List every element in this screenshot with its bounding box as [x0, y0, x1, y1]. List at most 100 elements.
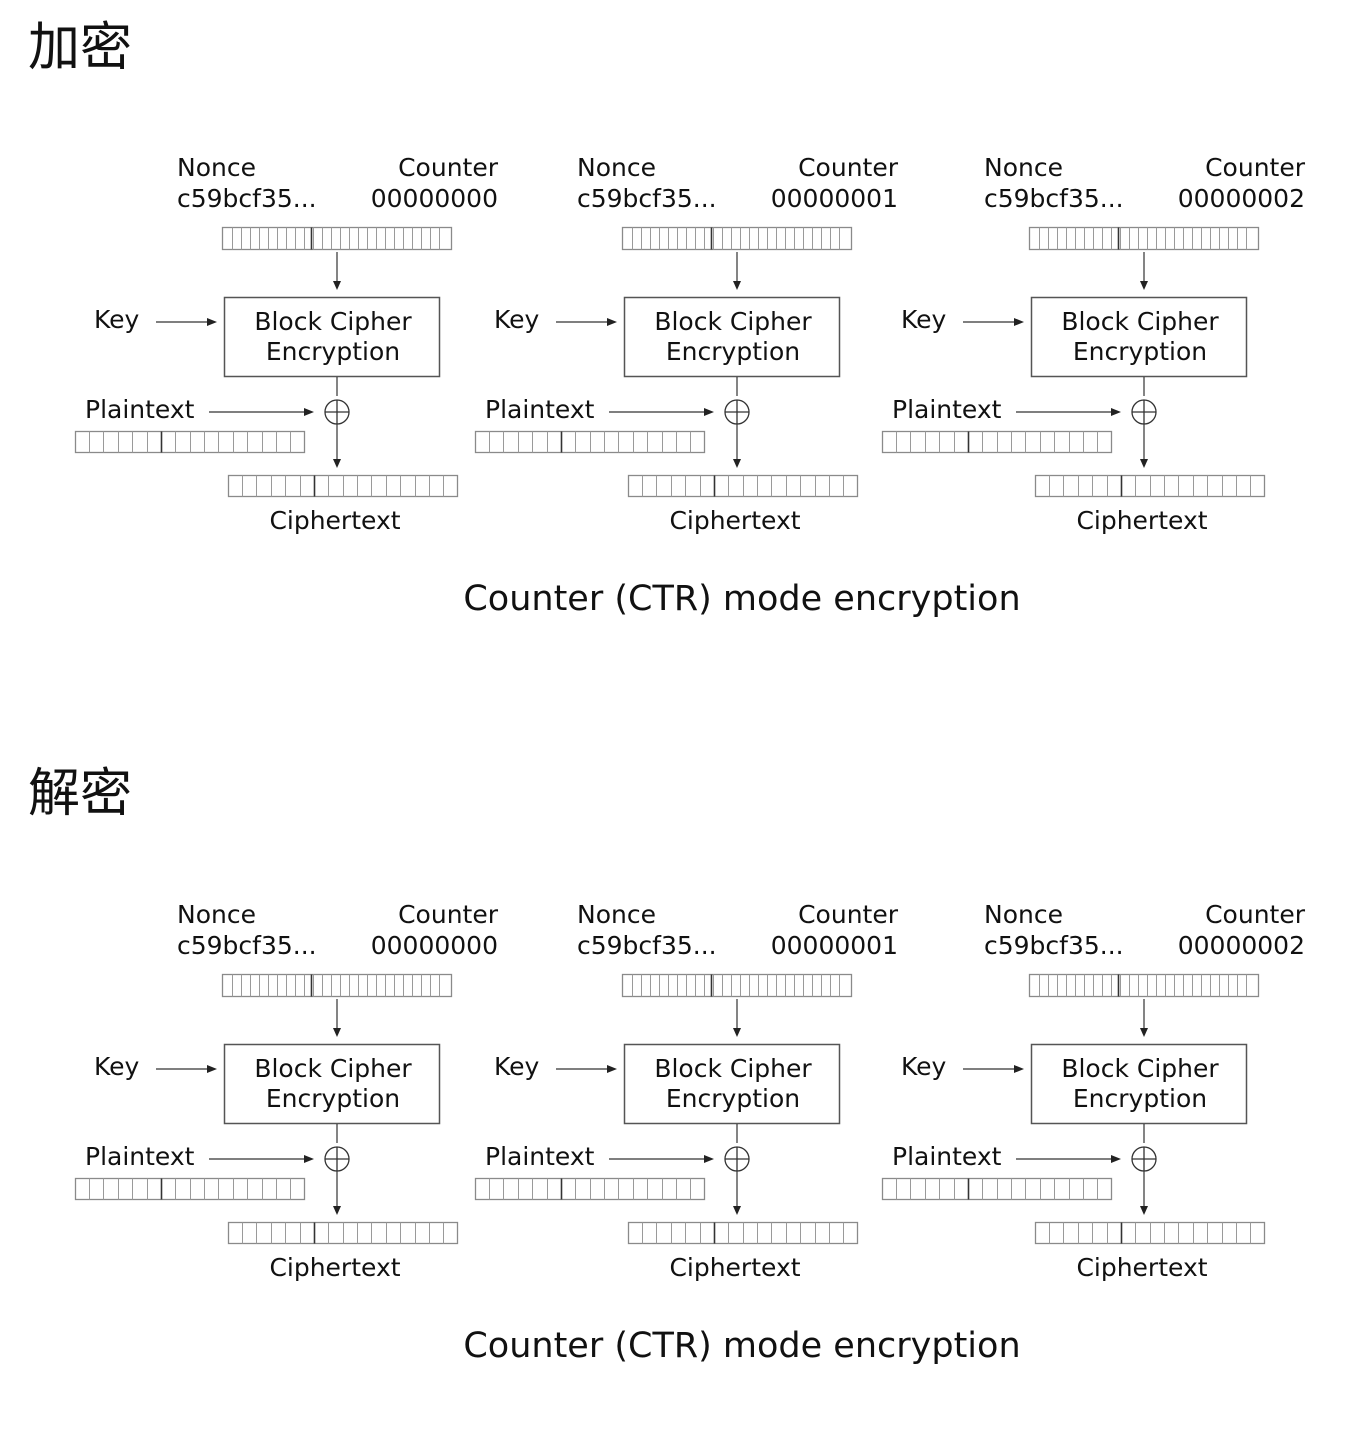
- xor-symbol: [1131, 399, 1157, 425]
- plaintext-register: [74, 1177, 306, 1201]
- nonce-label: Nonce: [577, 900, 656, 929]
- key-arrow: [556, 1065, 617, 1073]
- cipher-label-line2: Encryption: [1073, 1084, 1207, 1113]
- nonce-value: c59bcf35...: [177, 184, 317, 213]
- plaintext-label: Plaintext: [485, 1142, 595, 1171]
- ciphertext-register: [627, 1221, 859, 1245]
- plaintext-register: [881, 1177, 1113, 1201]
- decryption-heading: 解密: [28, 764, 133, 824]
- counter-label: Counter: [798, 153, 899, 182]
- nonce-label: Nonce: [984, 153, 1063, 182]
- counter-value: 00000001: [771, 931, 898, 960]
- ciphertext-label: Ciphertext: [669, 1253, 800, 1282]
- plaintext-label: Plaintext: [892, 1142, 1002, 1171]
- encryption-heading: 加密: [28, 18, 133, 78]
- ciphertext-label: Ciphertext: [1076, 1253, 1207, 1282]
- ciphertext-label: Ciphertext: [269, 506, 400, 535]
- cipher-label-line1: Block Cipher: [254, 1054, 412, 1083]
- nonce-label: Nonce: [177, 153, 256, 182]
- plaintext-arrow: [209, 1155, 314, 1163]
- xor-symbol: [1131, 1146, 1157, 1172]
- diagram-caption: Counter (CTR) mode encryption: [463, 1326, 1020, 1366]
- plaintext-arrow: [209, 408, 314, 416]
- plaintext-register: [474, 430, 706, 454]
- nonce-counter-register: [621, 973, 853, 998]
- nonce-value: c59bcf35...: [984, 931, 1124, 960]
- xor-symbol: [324, 399, 350, 425]
- key-label: Key: [901, 1052, 947, 1081]
- plaintext-arrow: [1016, 408, 1121, 416]
- key-label: Key: [94, 305, 140, 334]
- counter-value: 00000002: [1178, 184, 1305, 213]
- xor-symbol: [324, 1146, 350, 1172]
- ciphertext-register: [1034, 474, 1266, 498]
- nonce-label: Nonce: [577, 153, 656, 182]
- cipher-label-line1: Block Cipher: [1061, 1054, 1219, 1083]
- nonce-value: c59bcf35...: [984, 184, 1124, 213]
- ciphertext-register: [227, 474, 459, 498]
- plaintext-arrow: [609, 1155, 714, 1163]
- diagram-caption: Counter (CTR) mode encryption: [463, 579, 1020, 619]
- cipher-label-line2: Encryption: [1073, 337, 1207, 366]
- key-label: Key: [94, 1052, 140, 1081]
- counter-label: Counter: [1205, 900, 1306, 929]
- counter-label: Counter: [398, 153, 499, 182]
- nonce-counter-register: [221, 226, 453, 251]
- nonce-value: c59bcf35...: [577, 931, 717, 960]
- key-arrow: [156, 1065, 217, 1073]
- cipher-label-line2: Encryption: [266, 1084, 400, 1113]
- xor-output-arrow: [733, 1171, 741, 1215]
- ciphertext-register: [227, 1221, 459, 1245]
- counter-value: 00000001: [771, 184, 898, 213]
- xor-output-arrow: [1140, 1171, 1148, 1215]
- input-arrow: [733, 252, 741, 290]
- xor-output-arrow: [733, 424, 741, 468]
- cipher-label-line1: Block Cipher: [254, 307, 412, 336]
- plaintext-arrow: [609, 408, 714, 416]
- nonce-counter-register: [1028, 226, 1260, 251]
- ciphertext-label: Ciphertext: [1076, 506, 1207, 535]
- input-arrow: [333, 999, 341, 1037]
- xor-output-arrow: [333, 424, 341, 468]
- plaintext-register: [881, 430, 1113, 454]
- plaintext-label: Plaintext: [892, 395, 1002, 424]
- cipher-label-line2: Encryption: [666, 337, 800, 366]
- ciphertext-label: Ciphertext: [669, 506, 800, 535]
- xor-output-arrow: [333, 1171, 341, 1215]
- input-arrow: [1140, 252, 1148, 290]
- cipher-label-line1: Block Cipher: [654, 1054, 812, 1083]
- key-arrow: [963, 318, 1024, 326]
- nonce-counter-register: [1028, 973, 1260, 998]
- counter-label: Counter: [1205, 153, 1306, 182]
- counter-value: 00000000: [371, 931, 498, 960]
- xor-output-arrow: [1140, 424, 1148, 468]
- cipher-label-line2: Encryption: [266, 337, 400, 366]
- plaintext-label: Plaintext: [85, 395, 195, 424]
- nonce-label: Nonce: [177, 900, 256, 929]
- key-label: Key: [901, 305, 947, 334]
- input-arrow: [333, 252, 341, 290]
- key-arrow: [156, 318, 217, 326]
- nonce-label: Nonce: [984, 900, 1063, 929]
- key-arrow: [963, 1065, 1024, 1073]
- key-arrow: [556, 318, 617, 326]
- plaintext-register: [474, 1177, 706, 1201]
- cipher-label-line1: Block Cipher: [1061, 307, 1219, 336]
- xor-symbol: [724, 1146, 750, 1172]
- plaintext-arrow: [1016, 1155, 1121, 1163]
- nonce-counter-register: [221, 973, 453, 998]
- plaintext-label: Plaintext: [485, 395, 595, 424]
